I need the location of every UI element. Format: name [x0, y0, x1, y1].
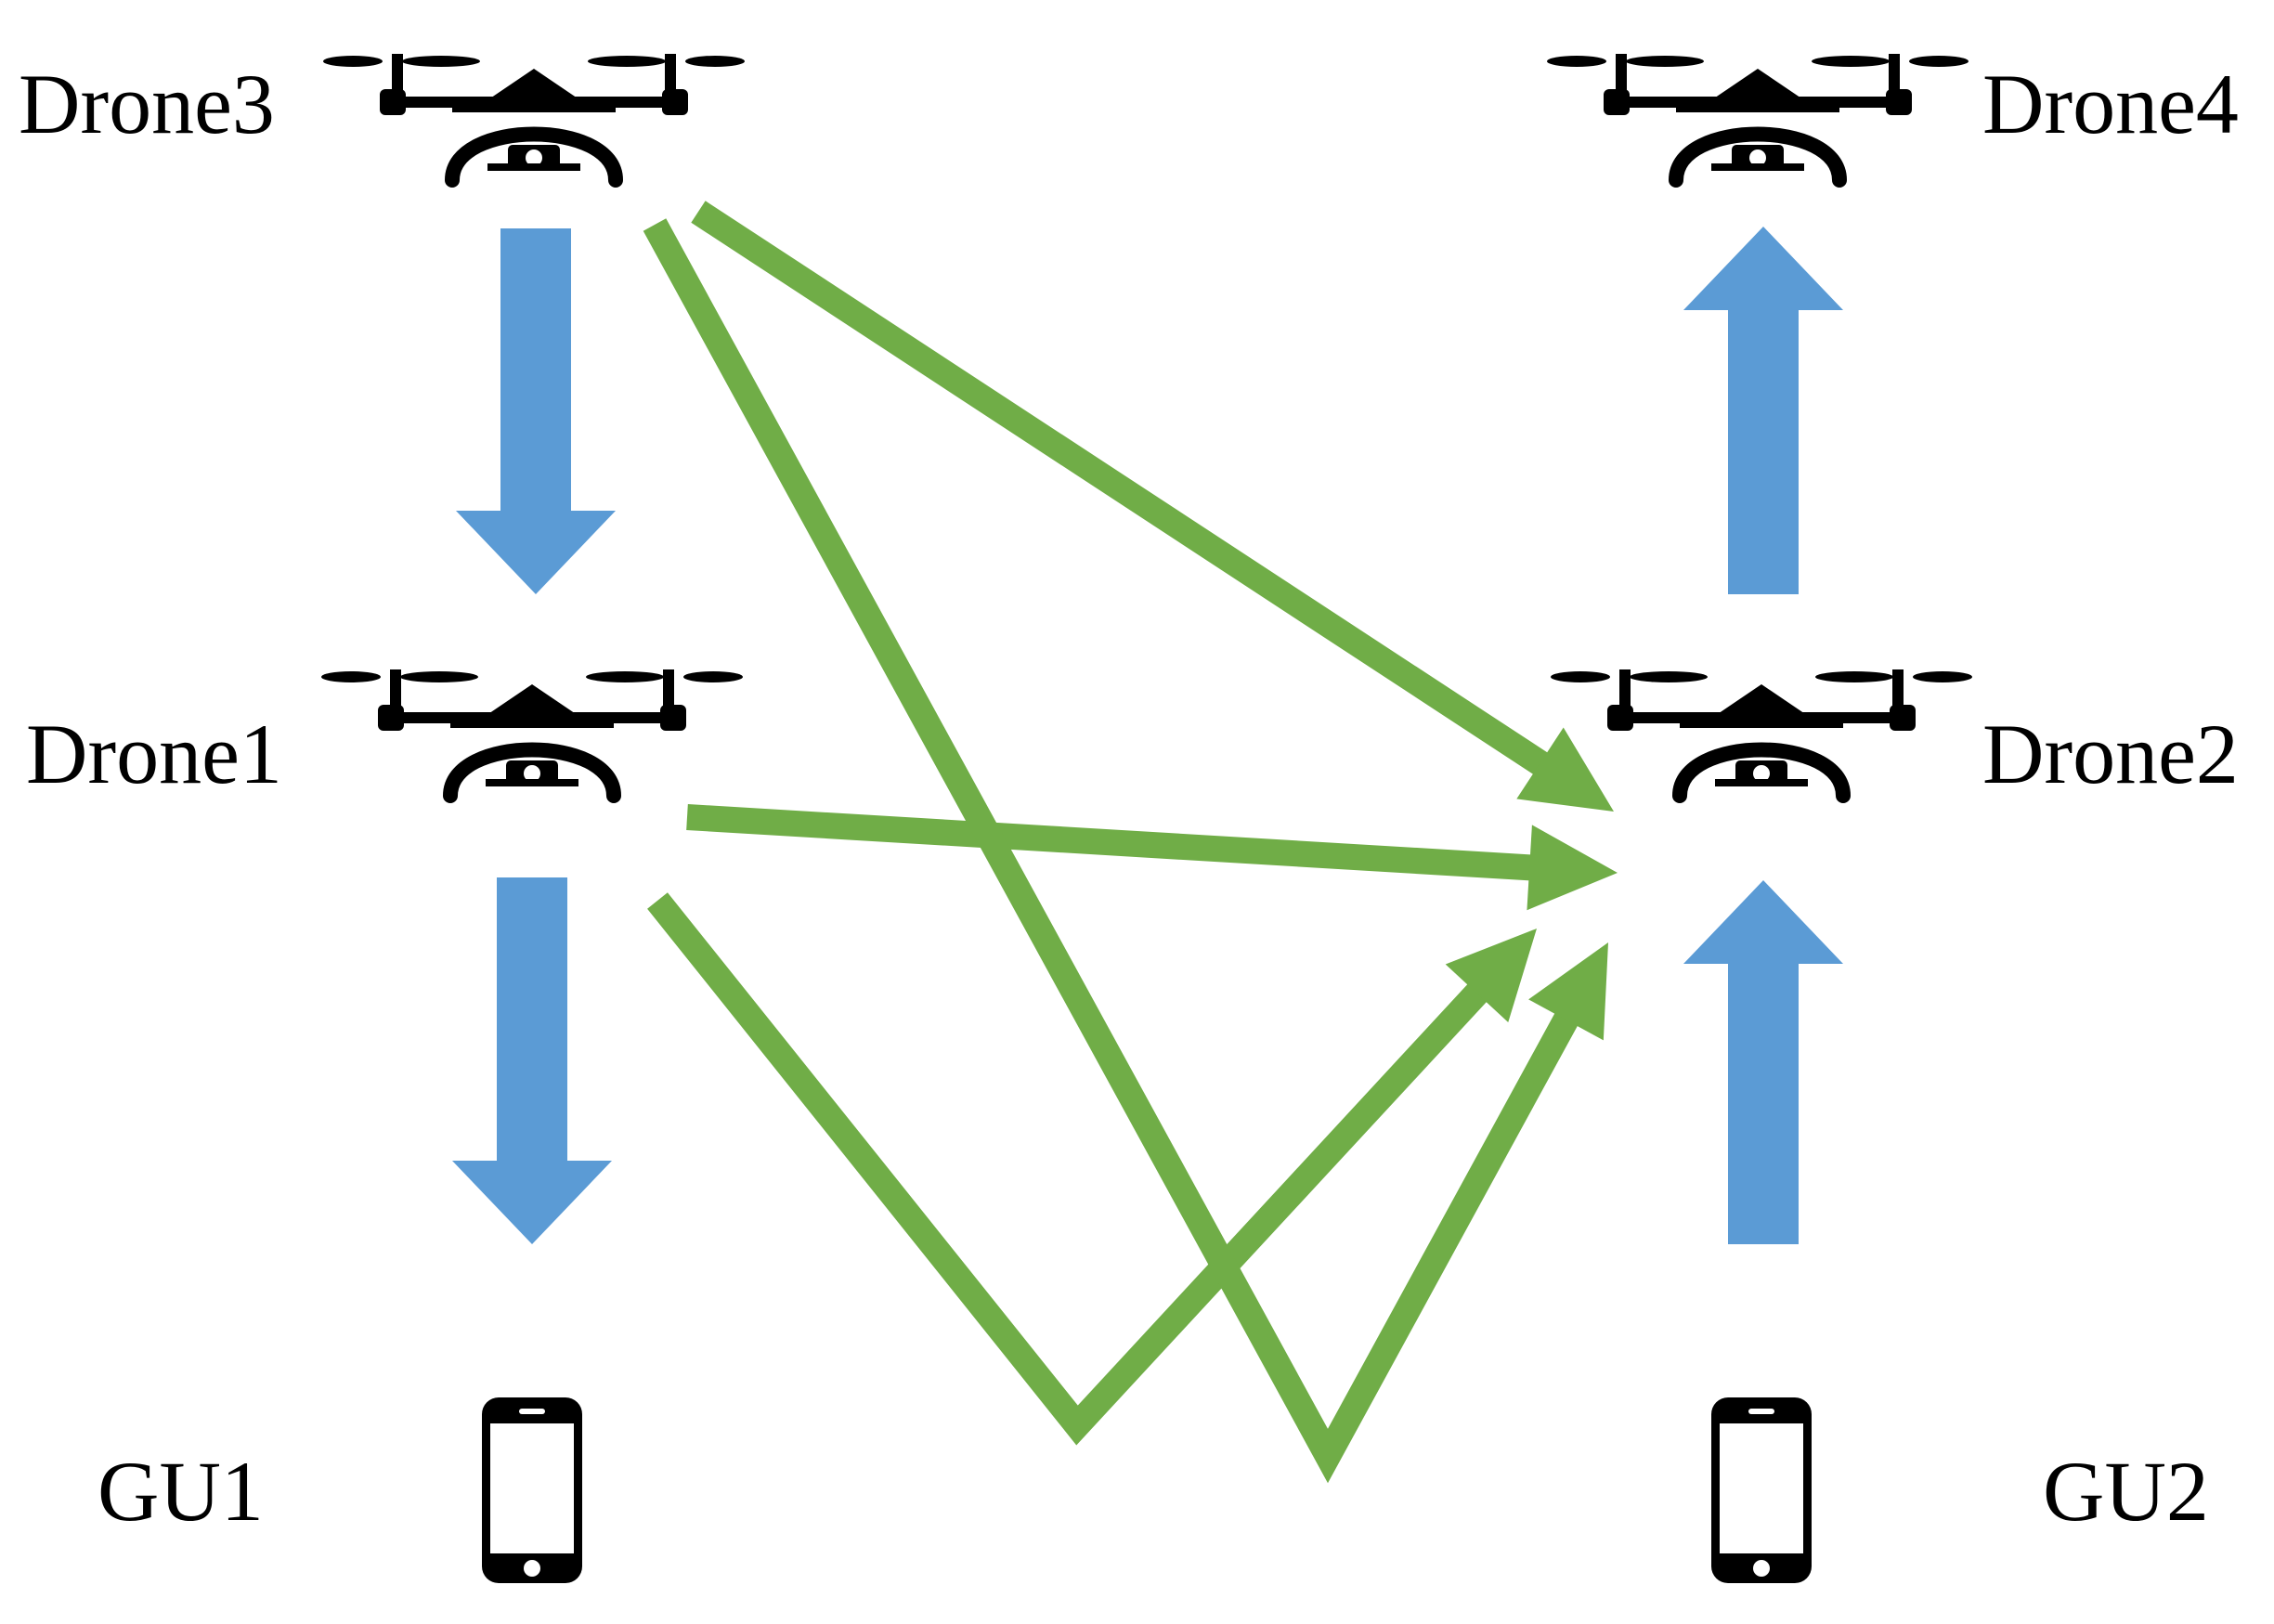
gu1-label: GU1 [97, 1444, 264, 1539]
drone1-label: Drone1 [26, 707, 282, 801]
gu2-label: GU2 [2043, 1444, 2209, 1539]
arrow-drone3-to-drone1 [456, 228, 616, 594]
drone4-label: Drone4 [1982, 57, 2239, 151]
drone2-icon [1551, 669, 1972, 796]
arrow-drone1-via-ground-to-drone2 [647, 892, 1537, 1446]
green-arrows [643, 201, 1618, 1484]
drone3-label: Drone3 [19, 57, 275, 151]
arrow-gu2-to-drone2 [1683, 880, 1843, 1244]
blue-arrows [452, 227, 1843, 1244]
drone4-icon [1547, 54, 1969, 180]
arrow-drone1-to-drone2 [686, 804, 1618, 911]
drone3-icon [323, 54, 745, 180]
drone2-label: Drone2 [1982, 707, 2239, 801]
arrow-drone3-via-ground-to-drone2 [643, 218, 1608, 1484]
drone1-icon [321, 669, 743, 796]
gu2-smartphone-icon [1711, 1397, 1812, 1583]
arrow-drone1-to-gu1 [452, 877, 612, 1244]
gu1-smartphone-icon [482, 1397, 582, 1583]
arrow-drone3-to-drone2 [691, 201, 1614, 812]
arrow-drone2-to-drone4 [1683, 227, 1843, 594]
